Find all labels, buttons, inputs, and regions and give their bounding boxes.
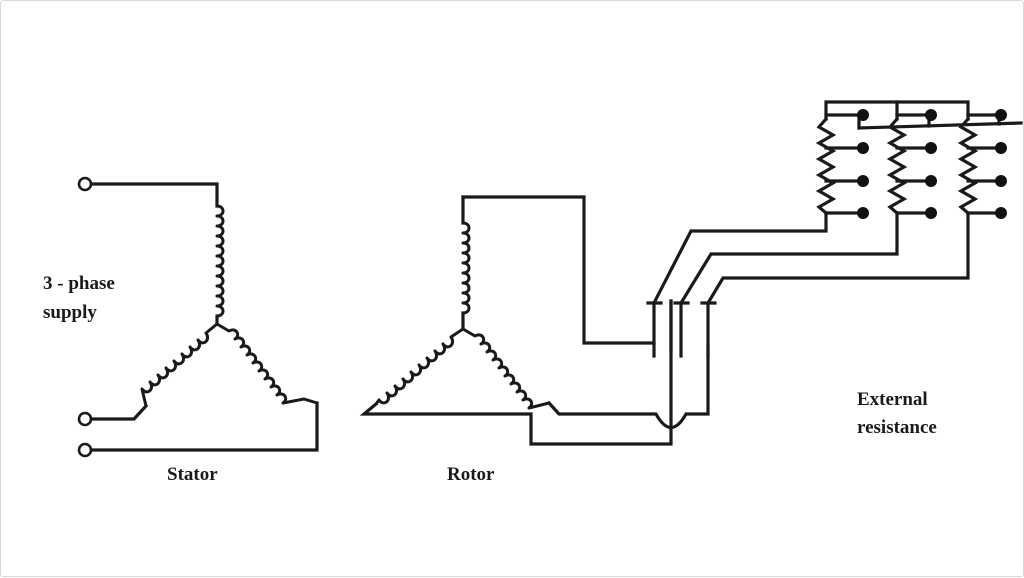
rotor-lead-b: [359, 299, 673, 446]
supply-label-line1: 3 - phase: [43, 273, 115, 294]
rotor-lead-a: [461, 195, 656, 345]
rotor-coil-left: [374, 327, 465, 406]
stator-winding: [77, 176, 319, 458]
ganged-wiper-arm: [857, 121, 1023, 130]
rotor-coil-right: [461, 327, 551, 410]
tap-contacts: [857, 109, 1007, 219]
supply-line-1: [89, 182, 219, 208]
rotor-winding: [359, 195, 710, 446]
stator-coil-vertical: [215, 204, 225, 318]
rotor-lead-c: [546, 344, 710, 430]
slip-ring-contacts: [646, 299, 717, 358]
resistance-label-line1: External: [857, 389, 928, 410]
stator-coil-right: [215, 322, 319, 405]
resistor-2: [886, 116, 908, 216]
resistance-label-line2: resistance: [857, 417, 937, 438]
supply-line-3: [89, 401, 319, 452]
supply-terminal-3: [77, 442, 93, 458]
resistor-1: [815, 116, 837, 216]
resistance-lead-2: [678, 211, 899, 306]
rotor-label: Rotor: [447, 464, 495, 485]
supply-terminal-2: [77, 411, 93, 427]
resistance-lead-1: [651, 211, 828, 306]
rotor-coil-vertical: [461, 221, 471, 315]
stator-label: Stator: [167, 464, 218, 485]
resistor-3: [957, 116, 979, 216]
stator-coil-left: [140, 322, 219, 408]
supply-terminal-1: [77, 176, 93, 192]
external-resistance-bank: [815, 100, 1023, 219]
supply-label-line2: supply: [43, 302, 97, 323]
supply-line-2: [89, 403, 149, 421]
resistance-lead-3: [705, 211, 970, 306]
resistance-leads: [651, 211, 970, 306]
